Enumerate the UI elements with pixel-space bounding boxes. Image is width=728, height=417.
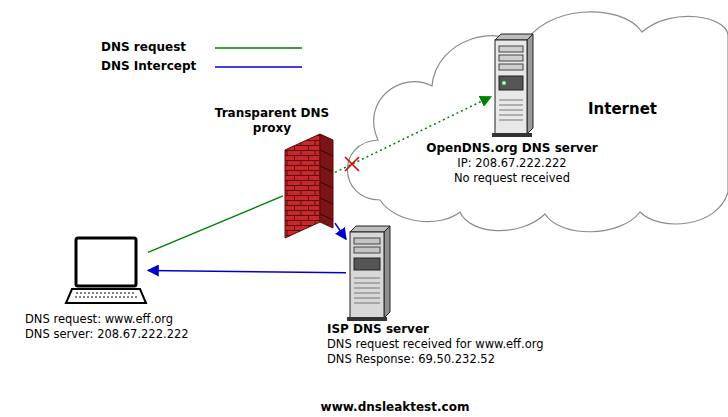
drive-bay (499, 64, 523, 70)
node-heading: Transparent DNS proxy (206, 106, 338, 136)
node-detail: DNS Response: 69.50.232.52 (327, 352, 544, 367)
server-vents (499, 100, 523, 120)
firewall-icon (285, 134, 333, 238)
drive-bay (354, 247, 380, 253)
drive-bay (499, 46, 523, 52)
legend-line (215, 47, 302, 49)
cross-stroke (345, 157, 359, 171)
node-detail: DNS server: 208.67.222.222 (25, 327, 189, 342)
server-base (492, 133, 532, 137)
drive-bay (499, 55, 523, 61)
node-heading: DNS request: www.eff.org (25, 312, 189, 327)
text-holder: Internet (588, 100, 657, 118)
node-heading: OpenDNS.org DNS server (426, 141, 598, 156)
legend-text: DNS Intercept (101, 59, 196, 74)
server-side (527, 34, 533, 134)
cloud-region: OpenDNS.org DNS serverIP: 208.67.222.222… (355, 0, 728, 232)
text-holder: DNS request: www.eff.orgDNS server: 208.… (25, 312, 189, 342)
firewall-side-joints (320, 150, 333, 220)
server-panel (354, 258, 380, 270)
legend-samples (215, 48, 302, 67)
legend-line (215, 66, 302, 68)
node-heading: ISP DNS server (327, 322, 544, 337)
text-holder: Transparent DNS proxy (206, 106, 338, 136)
dns-server: OpenDNS.org DNS serverIP: 208.67.222.222… (491, 34, 535, 138)
watermark-url: www.dnsleaktest.com (321, 400, 470, 415)
text-holder: ISP DNS serverDNS request received for w… (327, 322, 544, 367)
isp-server: ISP DNS serverDNS request received for w… (346, 224, 392, 322)
proxy-firewall: Transparent DNS proxy (283, 130, 335, 240)
firewall-side (320, 134, 333, 228)
node-detail: DNS request received for www.eff.org (327, 337, 544, 352)
server-side (384, 226, 390, 318)
client-laptop: DNS request: www.eff.orgDNS server: 208.… (64, 234, 148, 306)
node-heading: Internet (588, 100, 657, 118)
cross-stroke (345, 157, 359, 171)
server-base (347, 317, 387, 321)
label-holder: www.dnsleaktest.com (321, 400, 470, 415)
server-icon (492, 34, 533, 137)
laptop-screen (76, 238, 136, 286)
firewall-front (285, 134, 320, 238)
node-detail: No request received (426, 171, 598, 186)
connector (148, 196, 283, 253)
server-body (350, 232, 384, 318)
legend-entry: DNS request (101, 40, 186, 55)
server-top (350, 226, 390, 232)
laptop-icon (66, 238, 146, 303)
drive-bay (354, 238, 380, 244)
server-vents (354, 278, 380, 303)
text-holder: OpenDNS.org DNS serverIP: 208.67.222.222… (426, 141, 598, 186)
connector (335, 223, 346, 239)
laptop-base (66, 289, 146, 303)
server-body (495, 40, 527, 134)
laptop-keys (75, 293, 137, 297)
blocked-mark (345, 157, 359, 171)
server-led (502, 81, 506, 85)
connector (148, 270, 346, 272)
server-icon (347, 226, 390, 321)
legend-text: DNS request (101, 40, 186, 55)
legend-entry: DNS Intercept (101, 59, 196, 74)
server-panel (499, 76, 523, 90)
cloud-outline (347, 12, 728, 232)
node-detail: IP: 208.67.222.222 (426, 156, 598, 171)
